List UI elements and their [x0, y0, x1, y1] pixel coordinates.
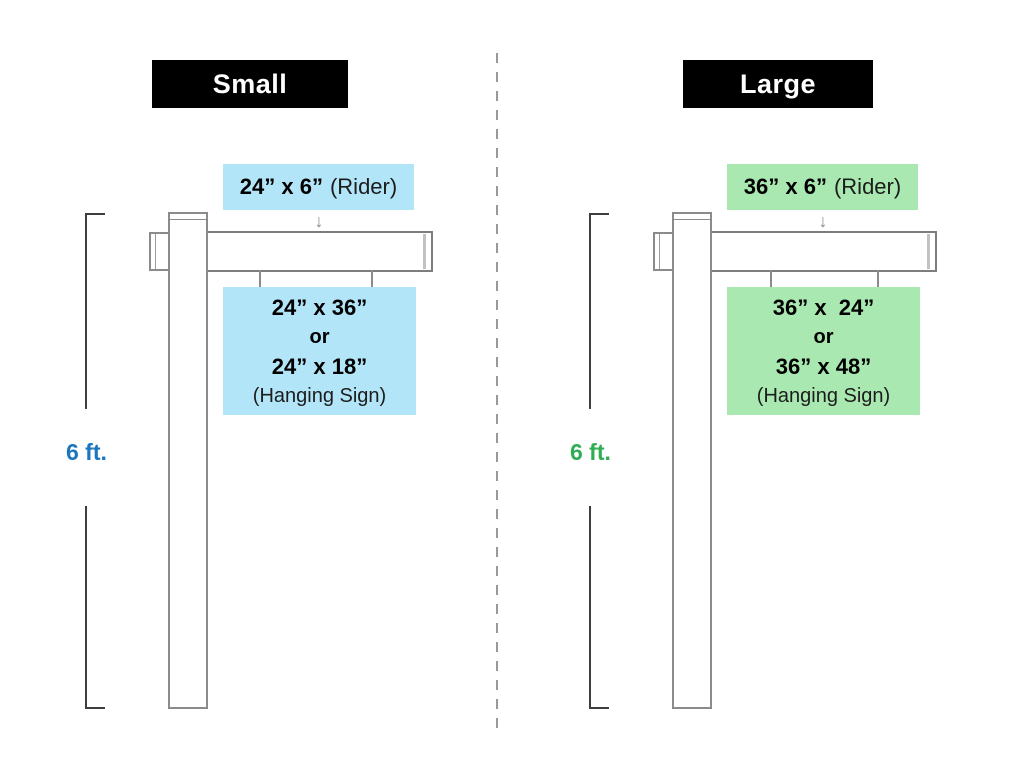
cross-arm-left-cap	[653, 232, 674, 271]
hanging-sign-hook-right	[371, 270, 373, 288]
cross-arm-right-cap-line	[423, 234, 426, 269]
figure-large-title: Large	[683, 60, 873, 108]
hanging-dimensions-option-a: 36” x 24”	[772, 294, 875, 320]
down-arrow-icon: ↓	[818, 211, 828, 231]
sign-post	[168, 212, 208, 709]
hanging-dimensions-option-b: 36” x 48”	[775, 353, 872, 379]
hanging-sign-size-box: 24” x 36” or 24” x 18” (Hanging Sign)	[223, 287, 416, 415]
figure-small-title: Small	[152, 60, 348, 108]
cross-arm	[206, 231, 433, 272]
rider-size-box: 36” x 6” (Rider)	[727, 164, 918, 210]
hanging-dimensions-option-b: 24” x 18”	[271, 353, 368, 379]
rider-dimensions: 36” x 6”	[743, 174, 827, 199]
hanging-sign-hook-right	[877, 270, 879, 288]
cross-arm	[710, 231, 937, 272]
hanging-caption: (Hanging Sign)	[252, 384, 387, 407]
hanging-dimensions-conjunction: or	[813, 325, 834, 348]
sign-post	[672, 212, 712, 709]
down-arrow-icon: ↓	[314, 211, 324, 231]
cross-arm-left-cap	[149, 232, 170, 271]
hanging-dimensions-option-a: 24” x 36”	[271, 294, 368, 320]
rider-size-box: 24” x 6” (Rider)	[223, 164, 414, 210]
hanging-sign-size-box: 36” x 24” or 36” x 48” (Hanging Sign)	[727, 287, 920, 415]
cross-arm-left-cap-line	[659, 234, 660, 269]
hanging-sign-hook-left	[770, 270, 772, 288]
rider-caption: (Rider)	[833, 174, 902, 199]
sign-post-cap-line	[170, 219, 206, 220]
center-dashed-divider	[496, 53, 498, 731]
cross-arm-right-cap-line	[927, 234, 930, 269]
height-bracket-upper	[589, 213, 609, 409]
post-height-label: 6 ft.	[66, 439, 107, 465]
hanging-dimensions-conjunction: or	[309, 325, 330, 348]
rider-caption: (Rider)	[329, 174, 398, 199]
post-height-label: 6 ft.	[570, 439, 611, 465]
sign-post-cap-line	[674, 219, 710, 220]
height-bracket-upper	[85, 213, 105, 409]
hanging-sign-hook-left	[259, 270, 261, 288]
rider-dimensions: 24” x 6”	[239, 174, 323, 199]
height-bracket-lower	[85, 506, 105, 709]
cross-arm-left-cap-line	[155, 234, 156, 269]
height-bracket-lower	[589, 506, 609, 709]
hanging-caption: (Hanging Sign)	[756, 384, 891, 407]
